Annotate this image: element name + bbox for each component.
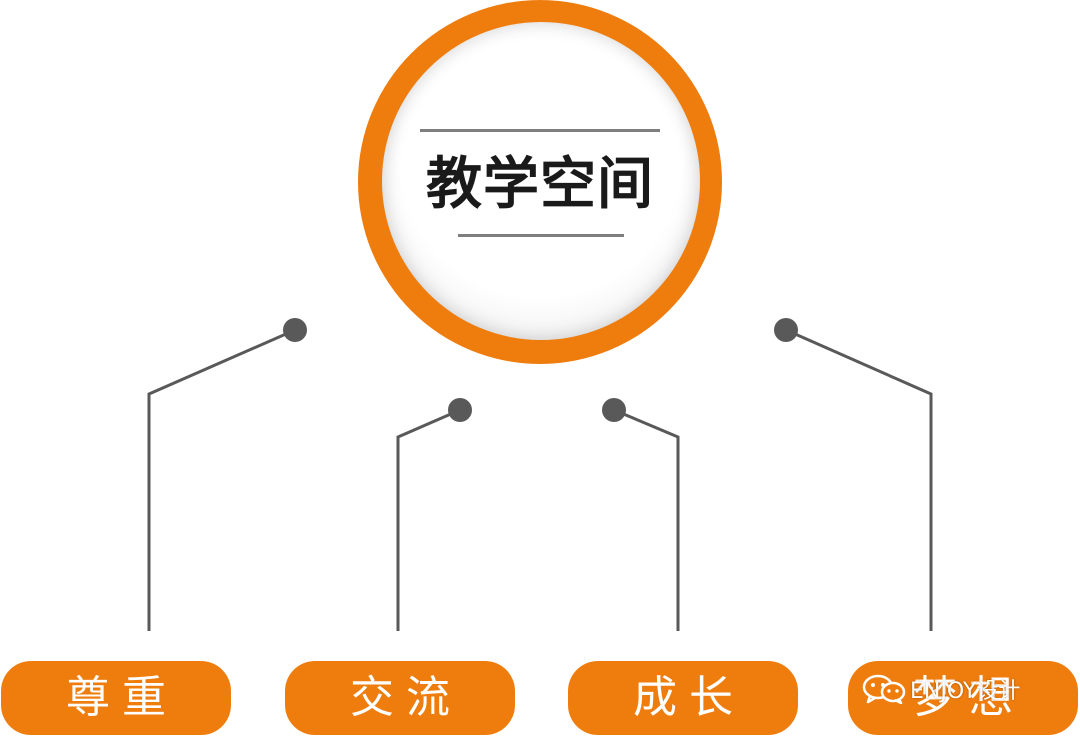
connector-dot-3 <box>602 398 626 422</box>
connector-line-3 <box>613 408 680 631</box>
wechat-icon <box>862 674 906 704</box>
connector-dot-4 <box>774 318 798 342</box>
connector-line-1 <box>147 328 296 631</box>
node-pill-growth: 成长 <box>568 661 798 735</box>
hub-rule-bottom <box>458 234 624 237</box>
connector-line-4 <box>785 328 933 631</box>
hub-rule-top <box>420 129 660 132</box>
connector-dot-2 <box>448 398 472 422</box>
node-pill-communication: 交流 <box>285 661 515 735</box>
node-pill-respect: 尊重 <box>1 661 231 735</box>
node-pill-dream: 梦想 <box>848 661 1078 735</box>
watermark-text: ENJOY设计 <box>910 679 1021 704</box>
hub-circle <box>382 22 700 340</box>
connector-dot-1 <box>283 318 307 342</box>
connector-line-2 <box>396 408 461 631</box>
watermark: ENJOY设计 <box>862 672 1020 706</box>
hub-title: 教学空间 <box>426 152 654 217</box>
